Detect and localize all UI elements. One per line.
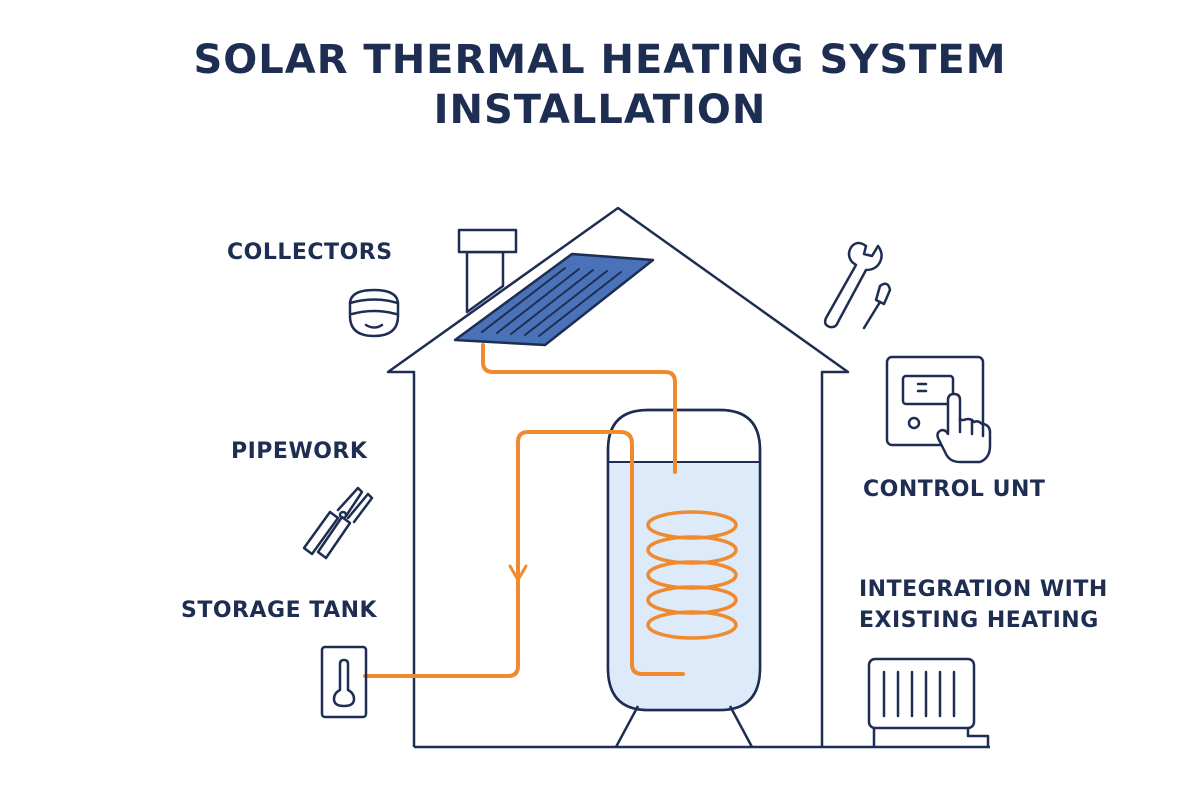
page-title-line-2: INSTALLATION [433, 87, 767, 133]
chimney [457, 228, 518, 314]
house-outline [386, 206, 990, 749]
screwdriver-icon [862, 282, 892, 330]
thermometer-icon [320, 645, 368, 719]
pliers-icon [302, 486, 374, 560]
integration-label-line-1: INTEGRATION WITH [859, 577, 1108, 602]
storage-tank-label: STORAGE TANK [181, 598, 378, 623]
solar-collector-panel [453, 252, 655, 347]
safety-goggles-icon [348, 288, 400, 338]
thermostat-touch-icon [885, 355, 992, 464]
pipework-label: PIPEWORK [231, 439, 368, 464]
page-title-line-1: SOLAR THERMAL HEATING SYSTEM [193, 37, 1007, 83]
integration-label-line-2: EXISTING HEATING [859, 608, 1099, 633]
pipework [363, 343, 685, 678]
control-unit-label: CONTROL UNT [863, 477, 1046, 502]
wrench-icon [823, 241, 883, 329]
collectors-label: COLLECTORS [227, 240, 393, 265]
heat-exchanger-coil [646, 510, 738, 640]
radiator-icon [867, 657, 990, 748]
